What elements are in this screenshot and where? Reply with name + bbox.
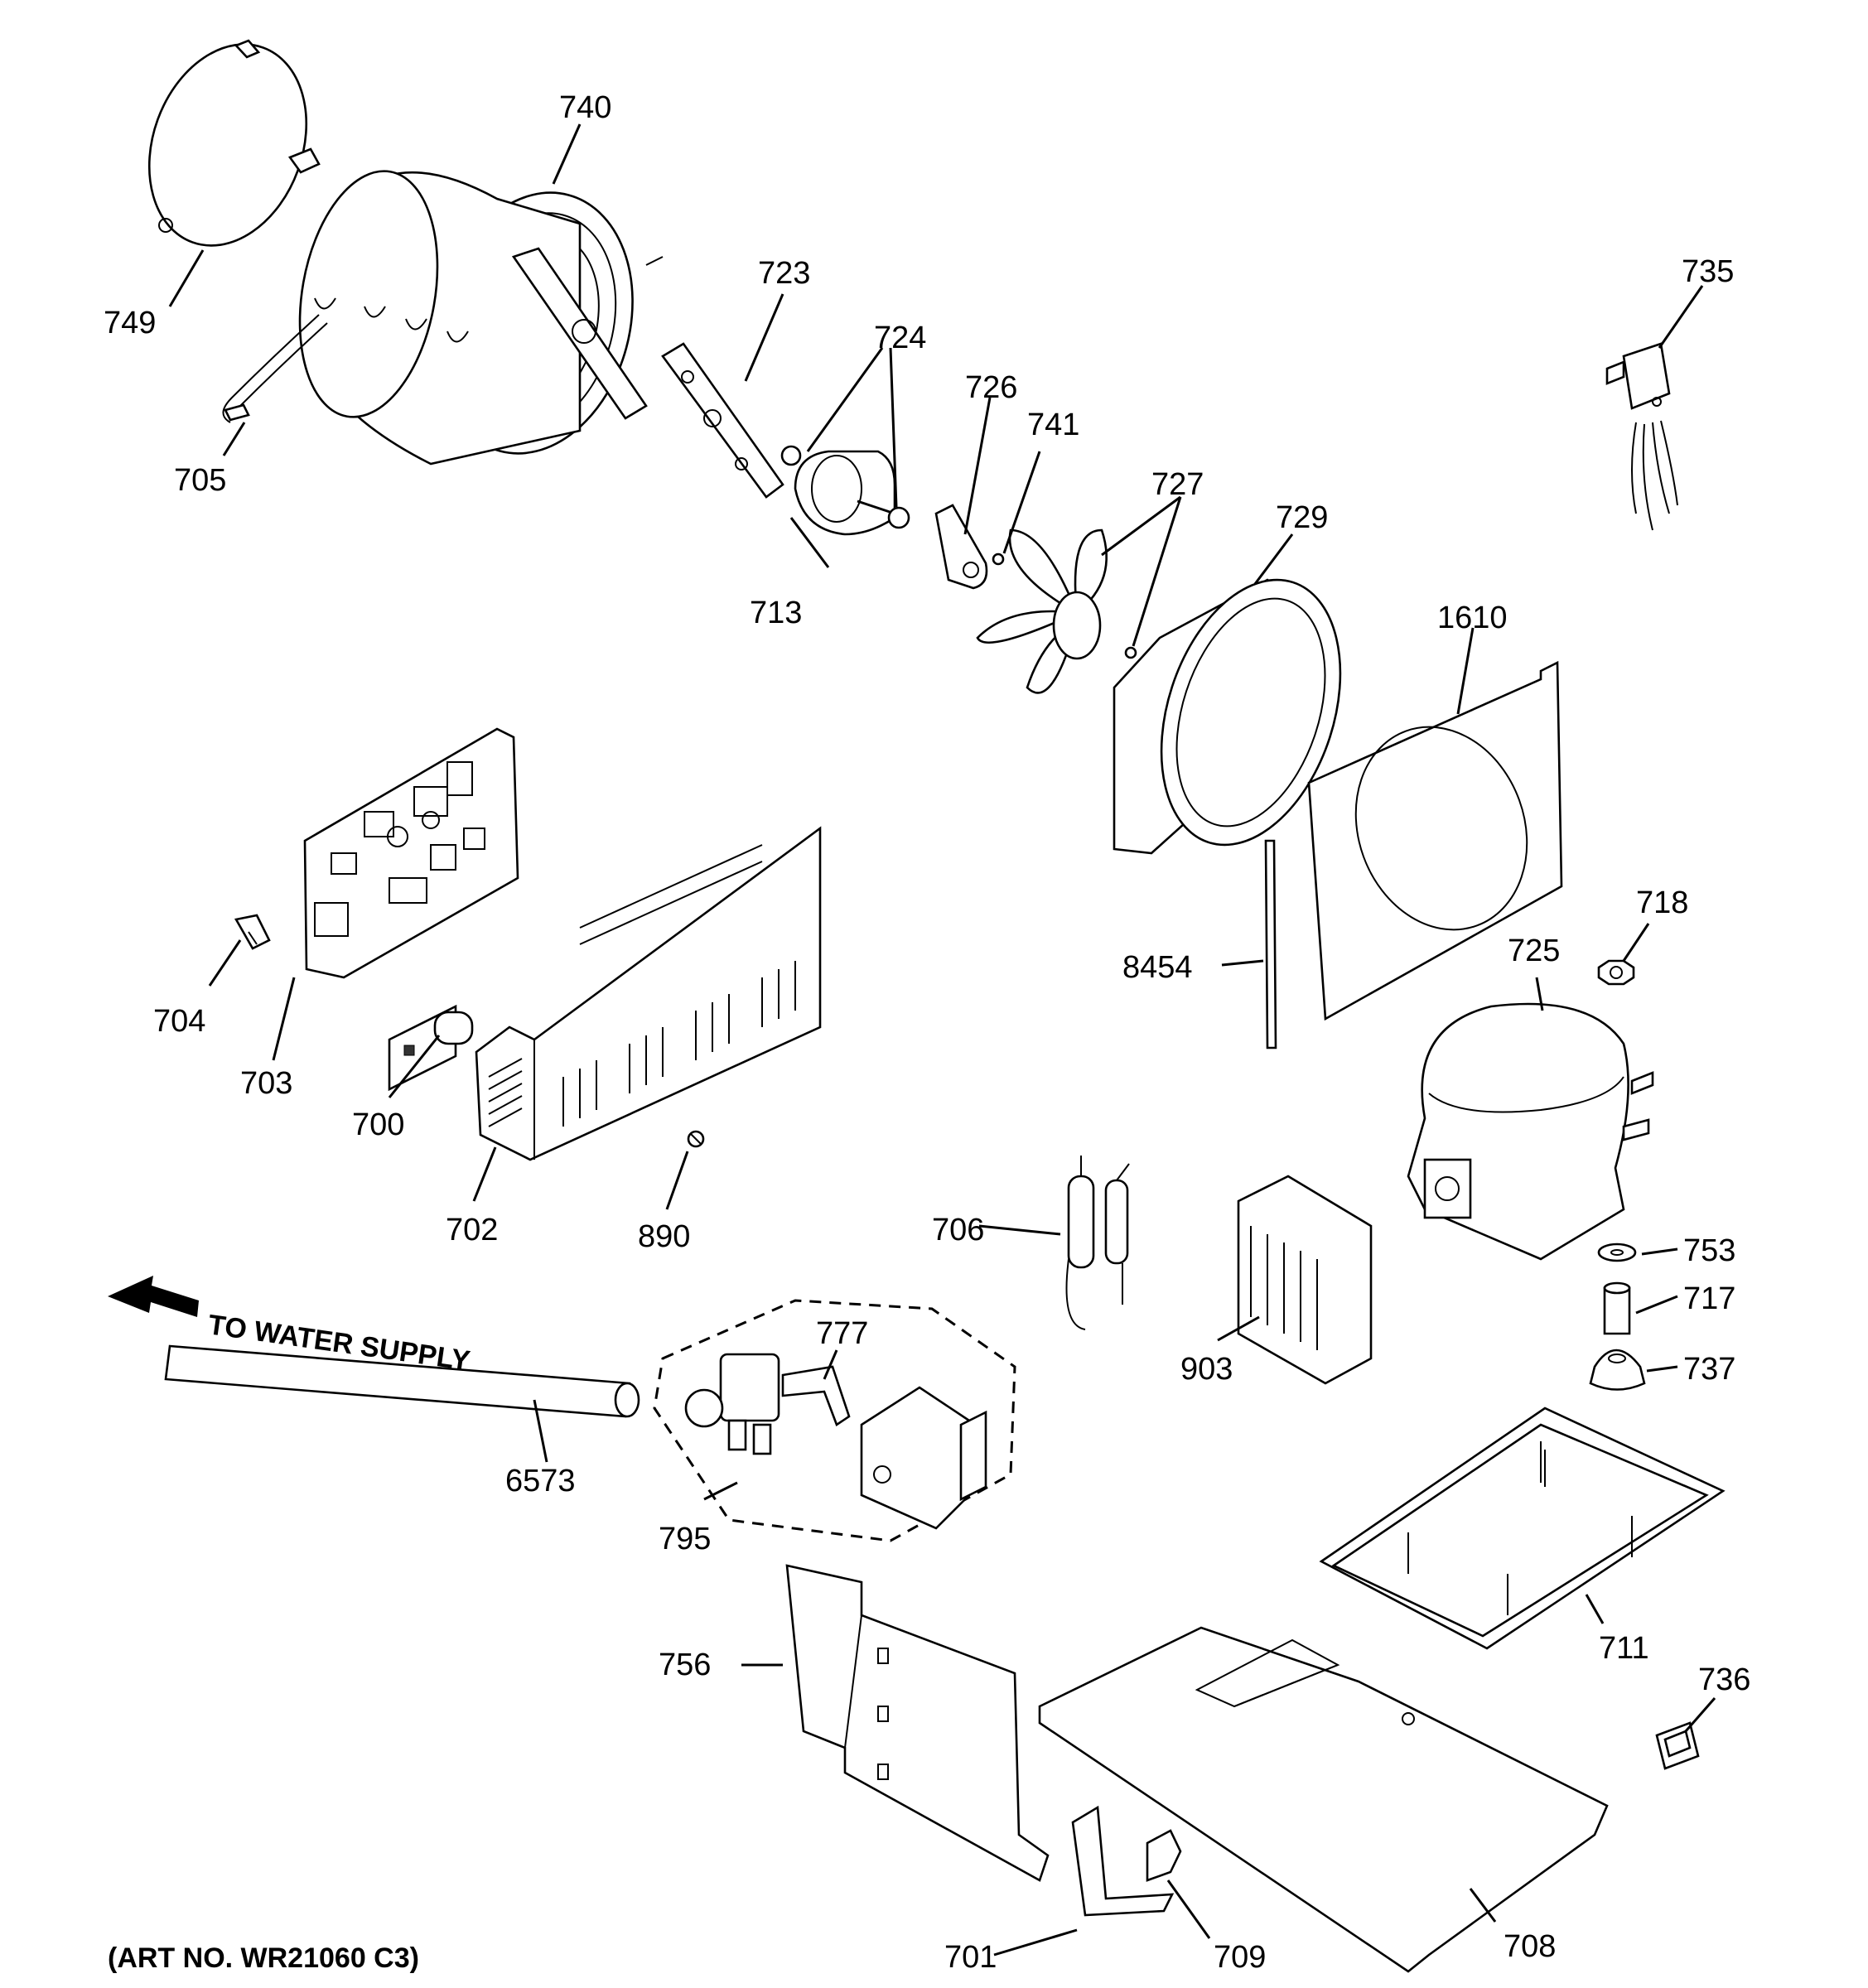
label-727: 727 bbox=[1151, 467, 1204, 502]
fan-motor-713 bbox=[780, 445, 910, 536]
label-718: 718 bbox=[1636, 885, 1688, 920]
label-737: 737 bbox=[1683, 1352, 1735, 1387]
tube-fitting-705 bbox=[224, 403, 250, 422]
label-723: 723 bbox=[758, 256, 810, 291]
rocker-switch-736 bbox=[1655, 1721, 1700, 1770]
label-736: 736 bbox=[1698, 1662, 1750, 1697]
label-753: 753 bbox=[1683, 1233, 1735, 1268]
label-704: 704 bbox=[153, 1004, 205, 1039]
cover-disc-749 bbox=[147, 39, 321, 247]
sleeve-717 bbox=[1603, 1281, 1631, 1335]
fan-shroud-729 bbox=[1113, 578, 1342, 855]
label-717: 717 bbox=[1683, 1281, 1735, 1316]
fan-blade-727 bbox=[976, 528, 1137, 694]
fan-bracket-726 bbox=[934, 504, 1005, 590]
board-clip-704 bbox=[234, 914, 271, 950]
label-777: 777 bbox=[816, 1316, 868, 1351]
grommet-737 bbox=[1589, 1349, 1646, 1391]
screw-890 bbox=[687, 1130, 705, 1148]
label-735: 735 bbox=[1682, 254, 1734, 289]
label-729: 729 bbox=[1276, 500, 1328, 535]
label-6573: 6573 bbox=[505, 1464, 576, 1498]
label-713: 713 bbox=[750, 596, 802, 630]
inverter-module-903 bbox=[1237, 1175, 1373, 1385]
bracket-709 bbox=[1146, 1829, 1182, 1882]
control-board-703 bbox=[303, 727, 519, 979]
condenser-coil-740 bbox=[222, 170, 664, 466]
label-903: 903 bbox=[1180, 1352, 1233, 1387]
mounting-panel-1610 bbox=[1307, 660, 1563, 1021]
label-749: 749 bbox=[104, 306, 156, 340]
water-supply-arrow bbox=[108, 1276, 199, 1317]
water-valve-kit-795 bbox=[653, 1299, 1016, 1542]
base-pan-708 bbox=[1038, 1626, 1609, 1973]
label-726: 726 bbox=[965, 370, 1017, 405]
filter-drier-706 bbox=[1065, 1156, 1130, 1330]
label-708: 708 bbox=[1504, 1929, 1556, 1964]
water-tube-6573 bbox=[164, 1344, 640, 1418]
label-724: 724 bbox=[874, 321, 926, 355]
label-8454: 8454 bbox=[1122, 950, 1193, 985]
label-705: 705 bbox=[174, 463, 226, 498]
label-703: 703 bbox=[240, 1066, 292, 1101]
label-702: 702 bbox=[446, 1213, 498, 1247]
motor-bracket-723 bbox=[661, 342, 784, 499]
side-panel-756 bbox=[785, 1564, 1050, 1882]
label-711: 711 bbox=[1599, 1631, 1649, 1666]
label-740: 740 bbox=[559, 90, 611, 125]
art-number: (ART NO. WR21060 C3) bbox=[108, 1942, 419, 1974]
bracket-701 bbox=[1071, 1805, 1175, 1917]
label-741: 741 bbox=[1027, 408, 1079, 442]
water-valve-777 bbox=[860, 1386, 987, 1530]
control-cover-702 bbox=[475, 826, 822, 1161]
compressor-725 bbox=[1407, 1002, 1654, 1261]
grommet-washer-753 bbox=[1597, 1242, 1637, 1262]
label-700: 700 bbox=[352, 1107, 404, 1142]
sensor-700 bbox=[388, 1004, 474, 1092]
label-709: 709 bbox=[1214, 1940, 1266, 1975]
label-795: 795 bbox=[659, 1522, 711, 1556]
nut-718 bbox=[1597, 959, 1635, 986]
label-890: 890 bbox=[638, 1219, 690, 1254]
leader-lines bbox=[168, 123, 1716, 1957]
gasket-strip-8454 bbox=[1264, 839, 1277, 1049]
label-725: 725 bbox=[1508, 934, 1560, 968]
label-756: 756 bbox=[659, 1648, 711, 1682]
part-labels: 749 740 705 723 724 726 741 727 713 729 … bbox=[104, 90, 1750, 1975]
wire-harness-735 bbox=[1605, 342, 1678, 531]
label-1610: 1610 bbox=[1437, 601, 1508, 635]
label-701: 701 bbox=[944, 1940, 997, 1975]
label-706: 706 bbox=[932, 1213, 984, 1247]
compressor-frame-711 bbox=[1319, 1407, 1726, 1650]
